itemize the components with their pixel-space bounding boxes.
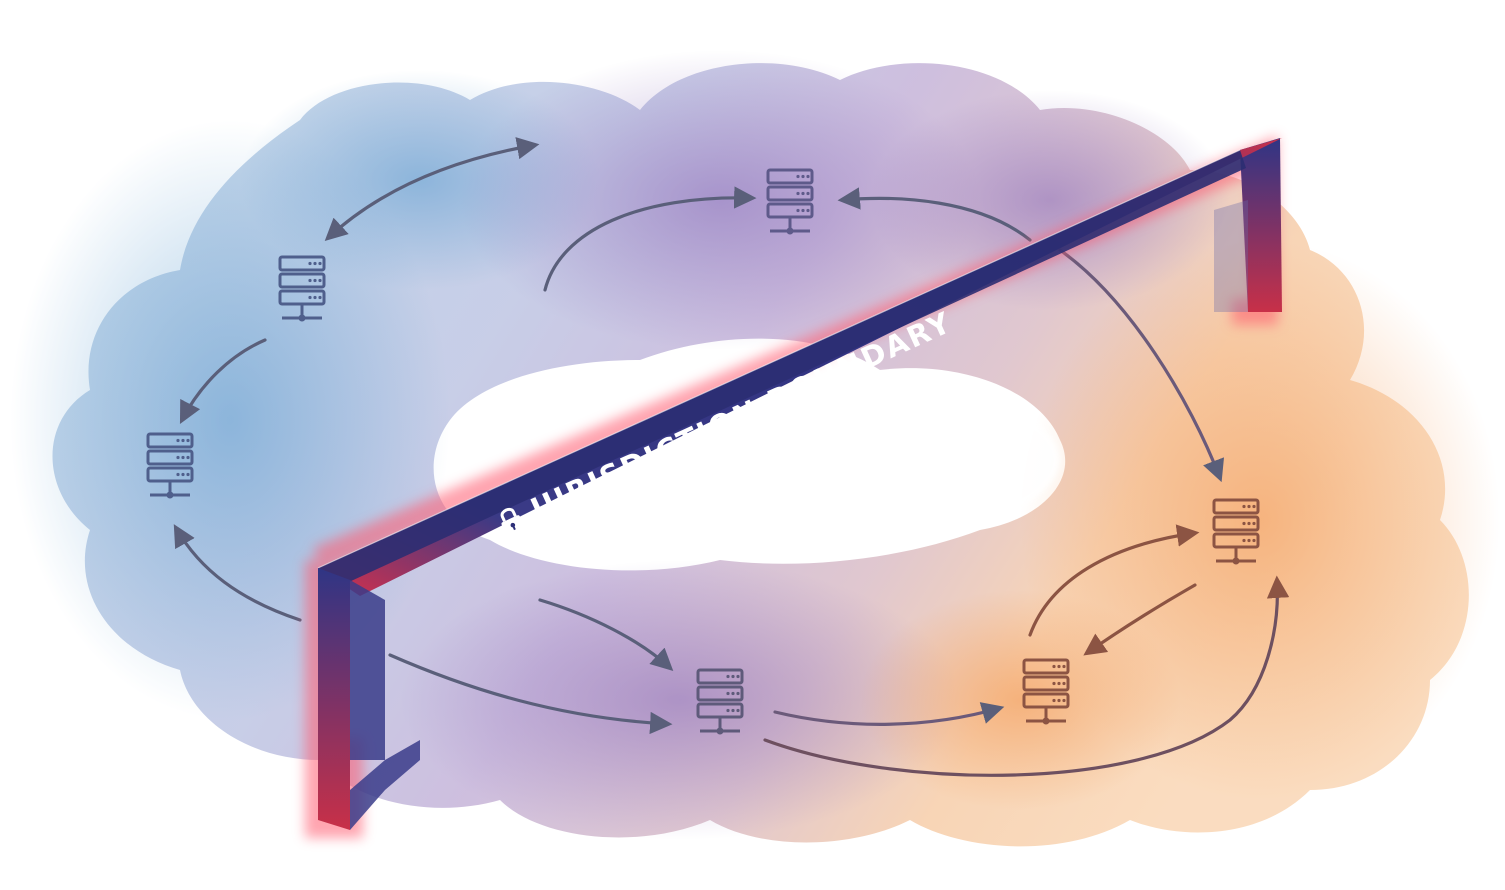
wash-purple-3 <box>870 90 1230 310</box>
arrow-bottom-right-to-right <box>1028 524 1200 637</box>
boundary-right-post-inner <box>1214 200 1248 312</box>
arrow-upper-left-to-left <box>179 338 267 424</box>
arrow-top-center-to-right <box>1058 248 1225 483</box>
boundary-top-bar-face <box>318 150 1246 588</box>
arrow-upper-left-to-top <box>324 137 540 242</box>
arrow-to-top-center <box>543 186 757 292</box>
arrow-left-to-bottom-center <box>538 598 674 672</box>
wash-purple-2 <box>400 560 960 840</box>
arrows <box>173 137 1290 777</box>
boundary-left-post <box>318 568 350 830</box>
boundary-left-post-side <box>350 580 385 760</box>
cloud-ring <box>10 50 1500 847</box>
arrow-from-right-to-top-center <box>837 187 1032 242</box>
wash-purple <box>460 50 980 350</box>
arrow-bottom-center-to-bottom-right <box>773 702 1005 726</box>
arrow-bottom-to-left <box>173 524 302 622</box>
arrow-bottom-center-to-right-long <box>763 575 1290 777</box>
lock-icon <box>500 507 526 537</box>
boundary-bottom-bar <box>350 740 420 830</box>
arrow-right-to-bottom-right <box>1083 583 1197 656</box>
arrow-long-to-bottom-center <box>388 653 673 735</box>
boundary-top-bar-edge <box>317 149 1241 569</box>
inner-hole <box>460 365 1060 555</box>
boundary-right-post <box>1240 138 1282 312</box>
